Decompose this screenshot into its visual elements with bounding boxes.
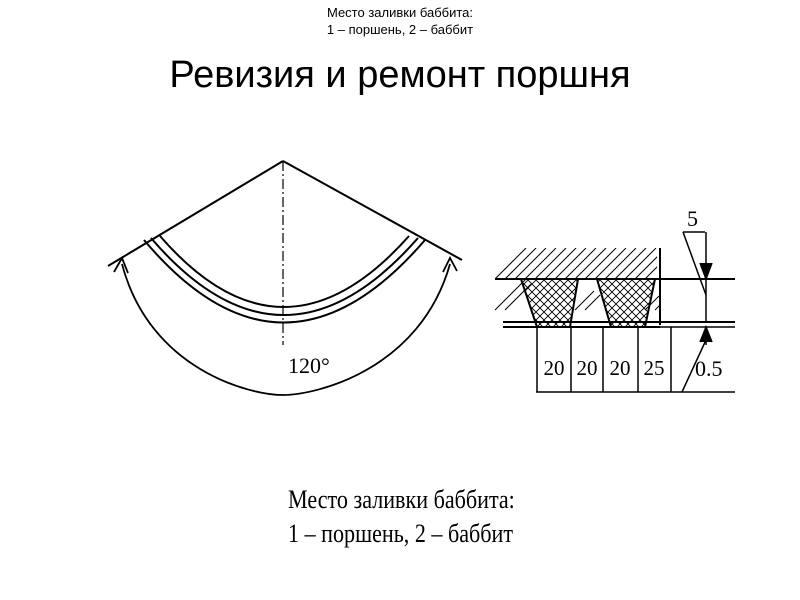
dim-05-label: 0.5	[695, 356, 723, 381]
angle-arrow-right	[442, 256, 458, 273]
groove-2-babbitt	[595, 278, 657, 328]
top-caption-line-2: 1 – поршень, 2 – баббит	[326, 22, 474, 37]
dim-5-arrow	[699, 262, 713, 282]
slide-title: Ревизия и ремонт поршня	[169, 54, 631, 96]
sector-arc-outer	[143, 239, 426, 324]
width-label-3: 20	[610, 356, 631, 380]
piston-hatching	[495, 248, 657, 279]
bottom-caption-line-2: 1 – поршень, 2 – баббит	[288, 519, 514, 548]
top-caption-line-1: Место заливки баббита:	[326, 5, 474, 20]
dim-5-leader	[682, 231, 707, 296]
width-label-4: 25	[644, 356, 665, 380]
dim-5-label: 5	[687, 206, 698, 231]
groove-1-babbitt	[519, 278, 580, 328]
groove-drawing: 20 20 20 25 5 0.5	[494, 206, 735, 393]
dim-05-leader	[681, 339, 707, 393]
sector-drawing	[107, 160, 463, 396]
sector-arc-inner	[159, 235, 410, 308]
angle-arrow-left	[113, 255, 129, 274]
angle-label: 120°	[288, 353, 330, 378]
dim-05-arrow	[699, 324, 713, 343]
bottom-caption-line-1: Место заливки баббита:	[288, 485, 515, 514]
sector-right-edge	[282, 160, 463, 261]
angle-dimension-arc	[121, 263, 451, 396]
bottom-caption: Место заливки баббита: 1 – поршень, 2 – …	[288, 483, 515, 551]
width-label-1: 20	[544, 356, 565, 380]
top-caption: Место заливки баббита: 1 – поршень, 2 – …	[0, 4, 800, 38]
sector-left-edge	[107, 160, 284, 267]
width-label-2: 20	[577, 356, 598, 380]
sector-arc-middle	[150, 237, 419, 316]
